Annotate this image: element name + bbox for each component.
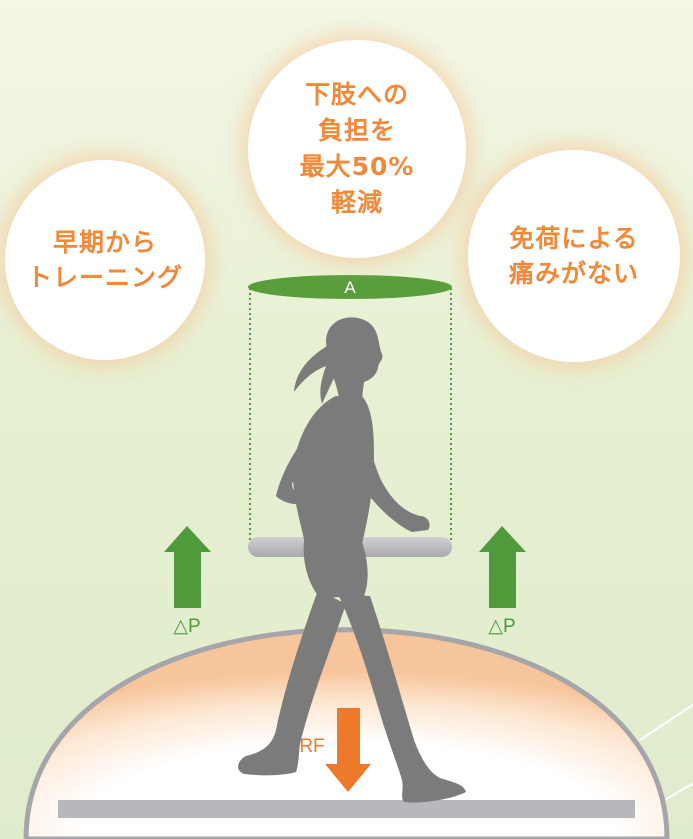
benefit-bubble-early-training: 早期から トレーニング — [5, 160, 205, 360]
reaction-force-label: RF — [299, 736, 324, 757]
bubble-text-line: トレーニング — [26, 263, 183, 292]
decor-swoosh — [664, 783, 693, 801]
bubble-text-line: 最大50% — [299, 152, 415, 181]
pressure-label-left: △P — [173, 616, 200, 637]
area-label: A — [344, 278, 356, 297]
bubble-text-line: 負担を — [317, 116, 396, 145]
reaction-force-arrow — [325, 708, 371, 792]
bubble-text-line: 下肢への — [304, 80, 409, 109]
benefit-bubble-load-reduction: 下肢への 負担を 最大50% 軽減 — [248, 40, 466, 258]
bubble-text-line: 痛みがない — [508, 259, 639, 288]
benefit-bubble-no-pain: 免荷による 痛みがない — [468, 150, 680, 362]
area-ellipse — [248, 275, 452, 299]
bubble-text-line: 早期から — [52, 228, 157, 257]
bubble-text-line: 免荷による — [509, 224, 639, 253]
decor-swoosh — [639, 704, 693, 741]
pressure-label-right: △P — [488, 616, 515, 637]
pressure-arrow-right — [479, 526, 526, 608]
bubble-text-line: 軽減 — [330, 188, 383, 217]
treadmill-belt — [58, 800, 635, 818]
walking-person-silhouette — [238, 317, 466, 803]
pressure-arrow-left — [164, 526, 211, 608]
